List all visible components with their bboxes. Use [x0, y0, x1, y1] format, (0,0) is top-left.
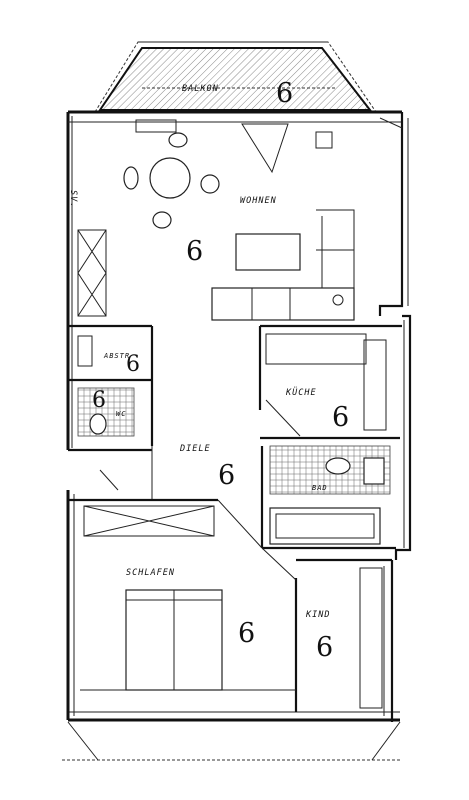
room-number-wohnen: 6 — [186, 236, 204, 267]
room-label-wohnen: WOHNEN — [240, 196, 277, 206]
room-number-kueche: 6 — [332, 402, 350, 433]
room-label-bad: BAD — [312, 484, 328, 492]
living-room — [68, 119, 402, 328]
storage-wc-area — [68, 326, 154, 452]
room-label-wc: WC — [116, 410, 127, 418]
room-label-balkon: BALKON — [182, 84, 219, 94]
room-label-diele: DIELE — [180, 444, 211, 454]
room-number-wc: 6 — [92, 388, 106, 413]
room-label-abstell: ABSTR — [104, 352, 131, 360]
room-number-balkon: 6 — [276, 78, 294, 109]
room-label-kind: KIND — [306, 610, 331, 620]
room-number-diele: 6 — [218, 460, 236, 491]
side-text: SV. — [68, 190, 78, 209]
room-label-kueche: KÜCHE — [286, 388, 317, 398]
room-number-abstell: 6 — [126, 352, 140, 377]
outer-walls — [62, 110, 412, 761]
room-label-schlafen: SCHLAFEN — [126, 568, 175, 578]
bedroom — [68, 498, 298, 712]
child-room — [296, 558, 392, 709]
kitchen — [258, 326, 400, 440]
bathroom — [260, 445, 396, 550]
hallway — [99, 446, 263, 549]
balcony — [94, 41, 377, 113]
room-number-kind: 6 — [316, 632, 334, 663]
room-number-schlafen: 6 — [238, 618, 256, 649]
